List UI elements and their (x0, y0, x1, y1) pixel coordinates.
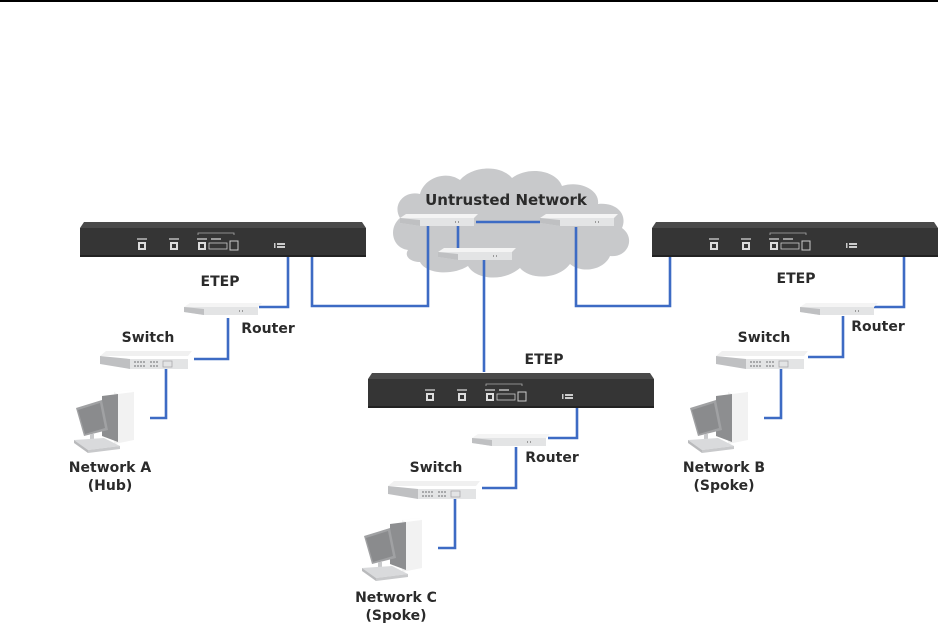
switch-b-label: Switch (738, 330, 791, 346)
etep-appliance-a (80, 222, 366, 257)
cloud-router-1 (400, 214, 478, 226)
switch-b (716, 351, 808, 369)
link-etep-c-router-c (548, 408, 577, 438)
etep-appliance-b (652, 222, 938, 257)
link-etep-a-router-a (259, 256, 288, 307)
router-b-label: Router (851, 319, 905, 335)
cloud-router-2 (540, 214, 618, 226)
cloud-router-3 (438, 248, 516, 260)
switch-a (100, 351, 192, 369)
computer-a (74, 390, 134, 453)
network-c-role: (Spoke) (366, 608, 427, 624)
switch-c (388, 481, 480, 499)
etep-c-label: ETEP (525, 352, 564, 368)
network-a-role: (Hub) (88, 478, 133, 494)
cloud-label: Untrusted Network (425, 191, 588, 209)
network-a-label: Network A (69, 460, 152, 476)
computer-b (688, 390, 748, 453)
link-router-c-switch-c (482, 447, 516, 488)
computer-c (362, 518, 422, 581)
etep-b-label: ETEP (777, 271, 816, 287)
etep-appliance-c (368, 373, 654, 408)
network-b-role: (Spoke) (694, 478, 755, 494)
router-a (184, 303, 262, 315)
link-router-a-switch-a (194, 318, 228, 359)
etep-a-label: ETEP (201, 274, 240, 290)
network-b-label: Network B (683, 460, 765, 476)
router-b (800, 303, 878, 315)
link-etep-b-router-b (874, 256, 904, 307)
router-c-label: Router (525, 450, 579, 466)
link-switch-a-computer-a (150, 366, 166, 418)
site-b: ETEP Router Switch Network B (Spoke) (652, 222, 938, 494)
router-a-label: Router (241, 321, 295, 337)
network-c-label: Network C (355, 590, 437, 606)
link-router-b-switch-b (808, 316, 843, 357)
switch-a-label: Switch (122, 330, 175, 346)
link-switch-c-computer-c (438, 496, 455, 548)
link-switch-b-computer-b (764, 368, 781, 418)
router-c (472, 434, 550, 446)
switch-c-label: Switch (410, 460, 463, 476)
